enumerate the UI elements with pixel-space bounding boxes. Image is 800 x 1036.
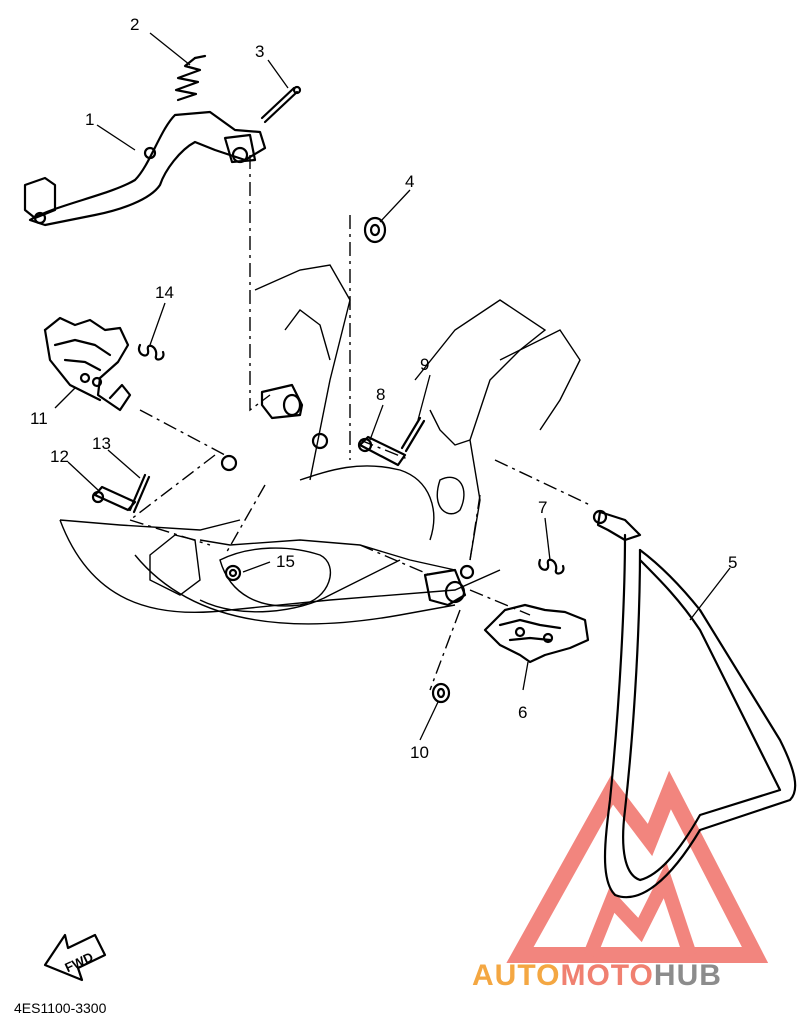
pedal-pivot-boss xyxy=(260,383,304,420)
callout-1: 1 xyxy=(85,110,94,129)
callout-7: 7 xyxy=(538,498,547,517)
callout-6: 6 xyxy=(518,703,527,722)
callout-13: 13 xyxy=(92,434,111,453)
watermark-text: AUTOMOTOHUB xyxy=(472,959,722,992)
callout-5: 5 xyxy=(728,553,737,572)
watermark-logo xyxy=(506,770,769,963)
callout-leaders xyxy=(54,32,731,741)
cotter-pin-left[interactable] xyxy=(128,473,151,514)
side-stand[interactable] xyxy=(592,509,797,899)
fwd-arrow: FWD xyxy=(43,933,107,982)
watermark-auto: AUTO xyxy=(472,959,560,992)
footrest-left[interactable] xyxy=(43,316,132,412)
cotter-pin-right[interactable] xyxy=(400,416,426,453)
washer-10[interactable] xyxy=(431,682,451,704)
svg-text:AUTOMOTOHUB: AUTOMOTOHUB xyxy=(472,959,722,992)
watermark-moto: MOTO xyxy=(560,959,653,992)
callout-14: 14 xyxy=(155,283,174,302)
assembly-lines xyxy=(129,155,591,691)
callout-15: 15 xyxy=(276,552,295,571)
frame-outline xyxy=(59,264,581,625)
callout-9: 9 xyxy=(420,355,429,374)
diagram-code: 4ES1100-3300 xyxy=(14,1000,107,1016)
callout-2: 2 xyxy=(130,15,139,34)
callout-4: 4 xyxy=(405,172,414,191)
callout-10: 10 xyxy=(410,743,429,762)
footrest-right[interactable] xyxy=(483,603,590,664)
bolt-15[interactable] xyxy=(224,564,242,582)
mount-bosses xyxy=(220,432,475,607)
washer-4[interactable] xyxy=(363,216,387,244)
brake-pedal[interactable] xyxy=(23,110,267,227)
return-spring[interactable] xyxy=(174,54,207,102)
callout-3: 3 xyxy=(255,42,264,61)
footrest-spring-left[interactable] xyxy=(137,343,165,361)
callout-11: 11 xyxy=(30,409,48,428)
clevis-pin-left[interactable] xyxy=(91,485,137,512)
cotter-pin[interactable] xyxy=(260,85,302,124)
callout-12: 12 xyxy=(50,447,69,466)
footrest-spring-right[interactable] xyxy=(538,558,565,575)
clevis-pin-right[interactable] xyxy=(357,435,407,467)
watermark-hub: HUB xyxy=(654,959,722,992)
callout-numbers: 2 3 1 4 5 6 7 8 9 10 11 12 13 14 15 xyxy=(30,15,737,762)
callout-8: 8 xyxy=(376,385,385,404)
